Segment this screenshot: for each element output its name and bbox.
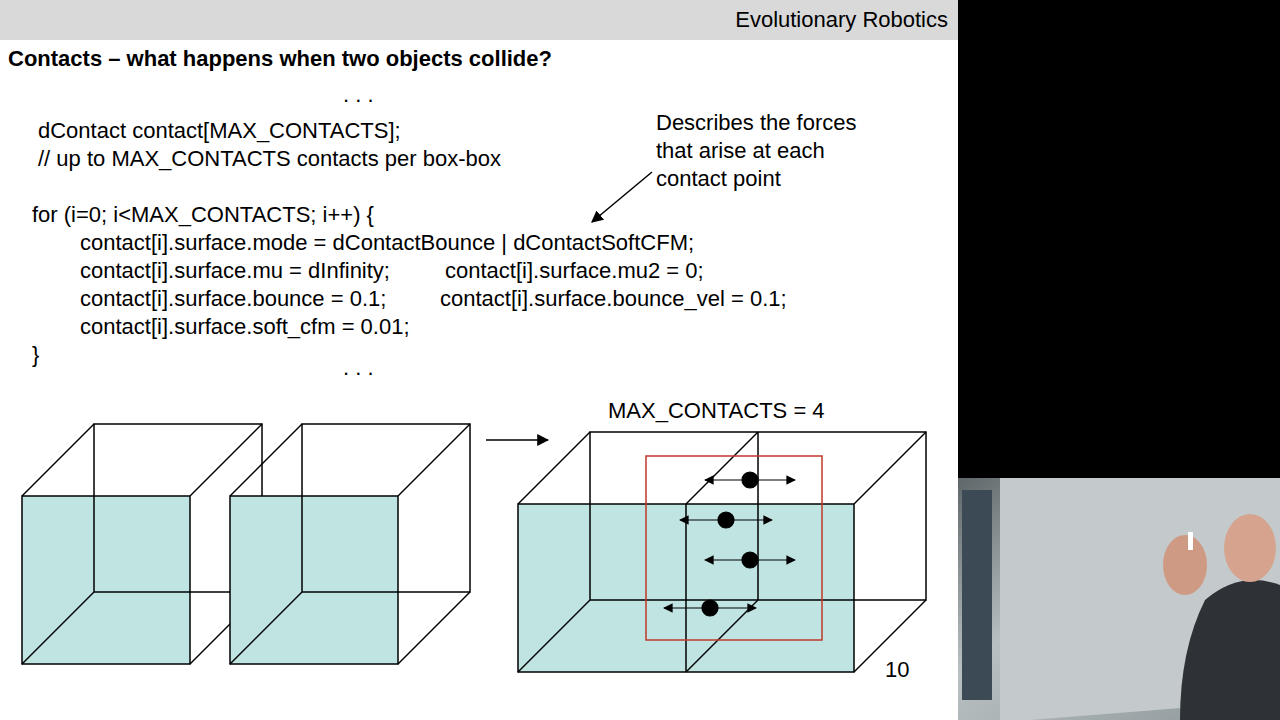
cube-edge [518,600,590,672]
leader-line [592,172,652,222]
code-comment: // up to MAX_CONTACTS contacts per box-b… [38,146,501,172]
code-line: contact[i].surface.bounce = 0.1; [80,286,386,312]
contact-point [742,552,758,568]
cube-edge [22,424,94,496]
video-panel [958,0,1280,720]
callout-note: Describes the forces that arise at each … [656,109,884,193]
cube-edge [22,592,94,664]
lecturer-body [1180,580,1280,720]
cube-edge [518,432,590,504]
cube [22,424,262,664]
contact-points [664,472,795,616]
cube-edge [686,600,758,672]
cube-face [518,504,854,672]
cube-edge [398,592,470,664]
figure-label: MAX_CONTACTS = 4 [608,398,825,424]
cube-edge [398,424,470,496]
code-line: contact[i].surface.mu2 = 0; [445,258,704,284]
cube-edge [230,424,302,496]
header-text: Evolutionary Robotics [735,7,948,33]
header-bar [0,0,958,40]
cube-face [230,496,398,664]
code-line: } [32,342,39,368]
lecturer-head [1224,514,1276,582]
cube-edge [230,592,302,664]
code-line: contact[i].surface.mode = dContactBounce… [80,230,694,256]
marker-pen [1188,532,1193,550]
code-line: for (i=0; i<MAX_CONTACTS; i++) { [32,202,374,228]
cube-back [302,424,470,592]
code-line: contact[i].surface.bounce_vel = 0.1; [440,286,787,312]
ellipsis: . . . [343,82,374,108]
slide-title: Contacts – what happens when two objects… [8,46,552,72]
cube-edge [190,424,262,496]
cube-edge [757,432,759,600]
code-line: contact[i].surface.soft_cfm = 0.01; [80,314,410,340]
lecturer-hands [1163,535,1207,595]
contact-point [718,512,734,528]
cube-edge [685,504,687,672]
page-number: 10 [885,657,909,683]
contact-region [646,456,822,640]
projector-screen [962,490,992,700]
cube-face [22,496,190,664]
contact-point [742,472,758,488]
cube-back [590,432,926,600]
contact-point [702,600,718,616]
code-line: contact[i].surface.mu = dInfinity; [80,258,390,284]
transition-arrow [486,439,548,441]
video-frame [958,478,1280,720]
ellipsis: . . . [343,355,374,381]
whiteboard [1000,478,1280,720]
cube [230,424,470,664]
cube-edge [686,432,758,504]
cube-edge [854,432,926,504]
overlapping-cubes [518,432,926,672]
code-line: dContact contact[MAX_CONTACTS]; [38,118,401,144]
